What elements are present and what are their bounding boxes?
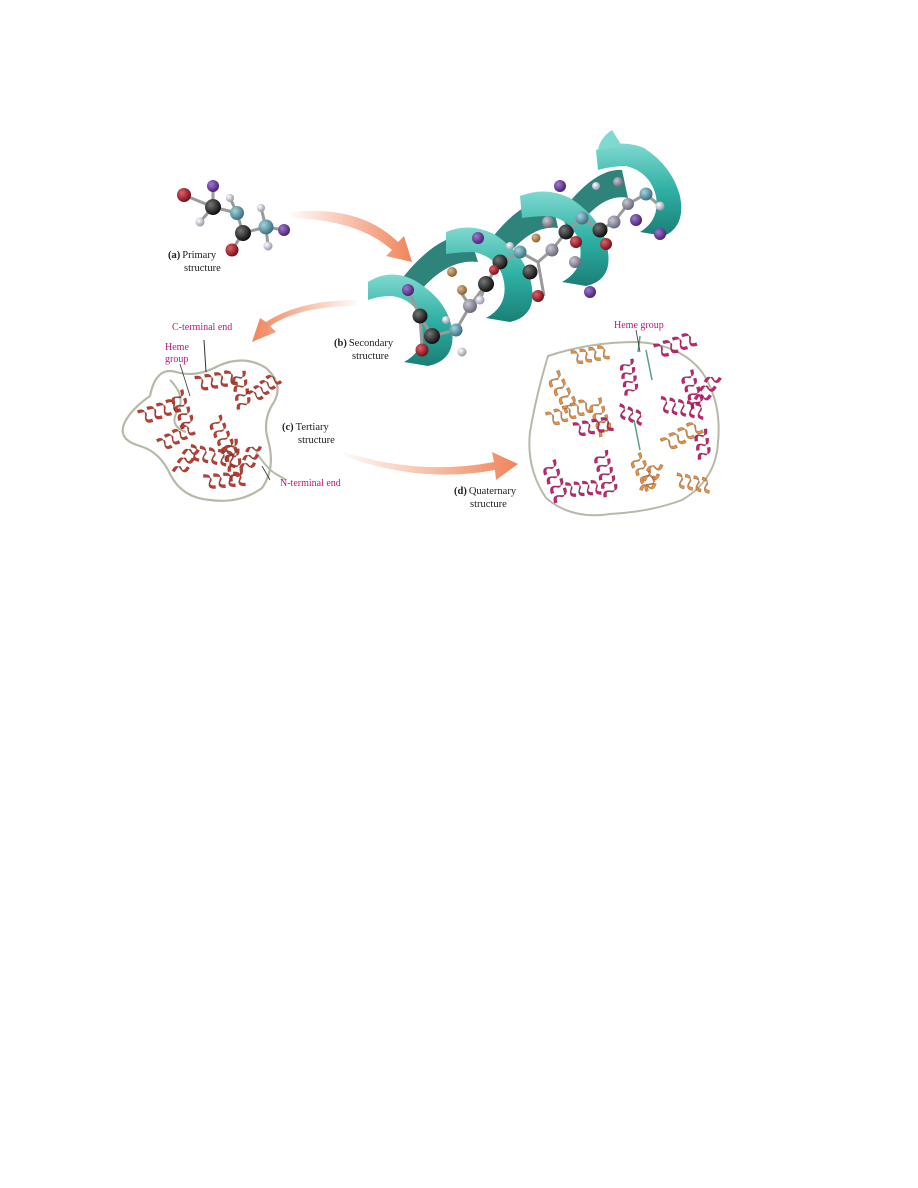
quaternary-helix-9 [693,376,722,401]
quaternary-helix-18 [618,403,643,427]
arrow-primary-to-secondary [292,210,412,262]
protein-structure-diagram: (a)Primary structure (b)Secondary struct… [121,130,722,517]
tertiary-helix-9 [223,438,244,483]
tertiary-helix-10 [171,448,200,473]
svg-text:(b)Secondary: (b)Secondary [334,338,394,349]
label-tertiary: (c)Tertiary structure [282,422,335,446]
arrow-secondary-to-tertiary [252,300,356,342]
tertiary-helix-12 [239,445,263,470]
tertiary-helix-3 [194,370,239,391]
quaternary-helix-5 [619,358,639,396]
annotation-c-terminal: C-terminal end [172,322,232,333]
quaternary-helix-8 [660,395,704,421]
svg-text:(a)Primary: (a)Primary [168,250,217,261]
tertiary-helix-5 [231,370,251,410]
label-quaternary-line1: Quaternary [469,486,517,497]
quaternary-helix-15 [659,422,704,450]
quaternary-helix-14 [630,451,656,493]
quaternary-helix-19 [694,428,711,461]
annotation-n-terminal: N-terminal end [280,478,341,489]
label-tertiary-tag: (c) [282,422,294,433]
label-tertiary-line1: Tertiary [296,422,330,433]
label-primary-line1: Primary [182,250,217,261]
arrow-tertiary-to-quaternary [344,452,518,480]
quaternary-helix-13 [565,479,602,497]
quaternary-helices [543,333,722,504]
primary-atoms [177,180,290,257]
svg-text:(d)Quaternary: (d)Quaternary [454,486,517,497]
quaternary-structure-model [528,335,720,517]
label-primary: (a)Primary structure [168,250,221,274]
quaternary-helix-16 [676,472,710,494]
quaternary-helix-7 [681,369,704,410]
tertiary-helix-7 [155,424,197,450]
svg-text:(c)Tertiary: (c)Tertiary [282,422,329,433]
label-quaternary-tag: (d) [454,486,467,497]
quaternary-helix-12 [594,449,618,498]
label-secondary-line1: Secondary [349,338,394,349]
label-secondary-tag: (b) [334,338,347,349]
label-primary-tag: (a) [168,250,181,261]
quaternary-helix-3 [544,399,594,426]
label-primary-line2: structure [184,263,221,274]
quaternary-helix-17 [639,463,664,492]
label-quaternary-line2: structure [470,499,507,510]
quaternary-helix-2 [570,345,610,365]
tertiary-helix-2 [171,389,194,430]
label-quaternary: (d)Quaternary structure [454,486,517,510]
label-tertiary-line2: structure [298,435,335,446]
annotation-heme-left-line2: group [165,354,188,365]
annotation-heme-left-line1: Heme [165,342,189,353]
quaternary-helix-11 [572,417,615,437]
annotation-heme-right: Heme group [614,320,664,331]
label-secondary: (b)Secondary structure [334,338,394,362]
annotation-leader-lines [179,329,641,481]
tertiary-helices [136,370,283,489]
helix-atoms [402,177,666,357]
quaternary-helix-1 [548,369,576,414]
annotations: C-terminal end Heme group N-terminal end… [165,320,664,489]
quaternary-helix-10 [543,458,567,504]
label-secondary-line2: structure [352,351,389,362]
quaternary-helix-4 [589,397,612,438]
quaternary-helix-6 [652,333,698,357]
tertiary-helix-6 [246,374,283,401]
tertiary-helix-11 [203,471,246,489]
